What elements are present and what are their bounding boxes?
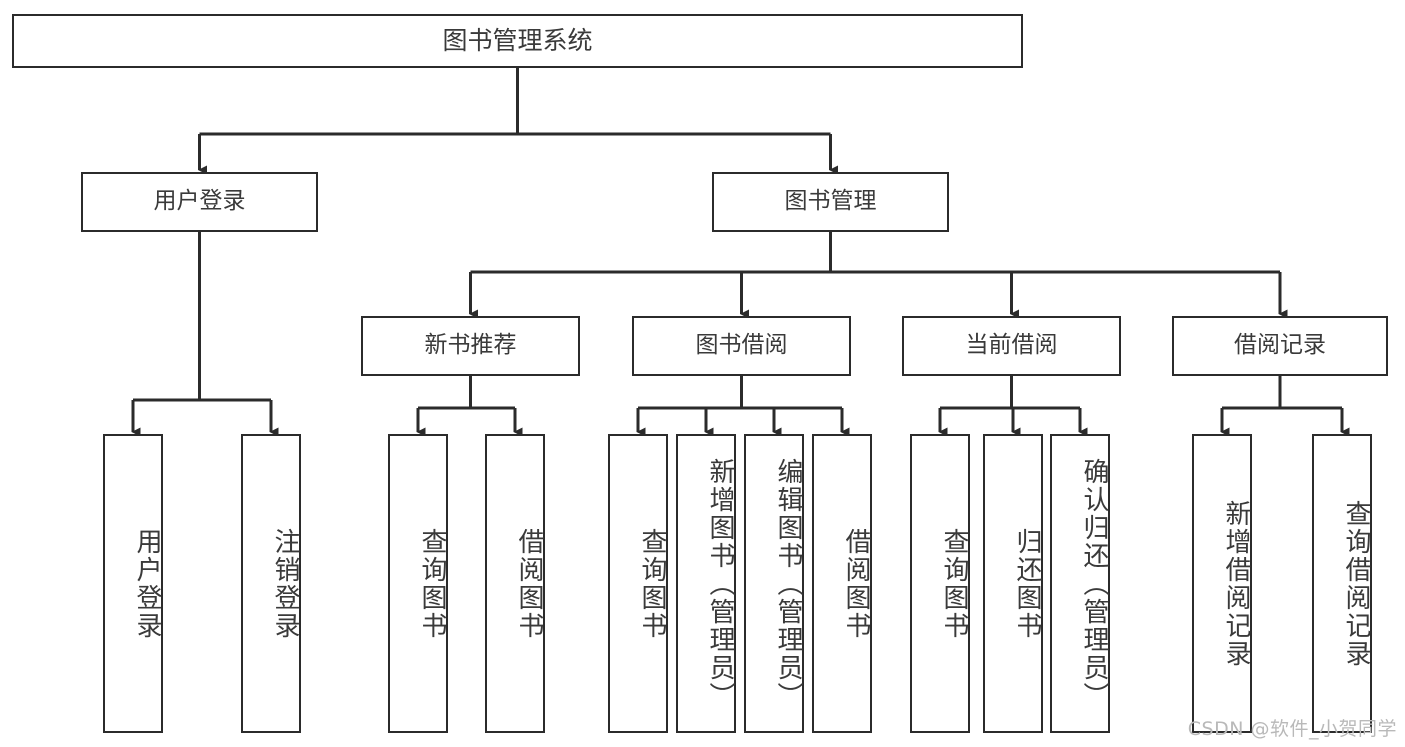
leaf-confirm-return-label: 确认归还（管理员） xyxy=(1079,457,1109,710)
leaf-confirm-return[interactable]: 确认归还（管理员） xyxy=(1050,434,1110,733)
node-borrow-record[interactable]: 借阅记录 xyxy=(1172,316,1388,376)
leaf-query-record[interactable]: 查询借阅记录 xyxy=(1312,434,1372,733)
node-new-book-rec[interactable]: 新书推荐 xyxy=(361,316,580,376)
leaf-return-book-label: 归还图书 xyxy=(1012,527,1042,640)
leaf-add-record-label: 新增借阅记录 xyxy=(1221,499,1251,668)
leaf-query-book-1-label: 查询图书 xyxy=(417,527,447,640)
leaf-user-login-label: 用户登录 xyxy=(132,527,162,640)
node-book-manage-label: 图书管理 xyxy=(784,188,877,215)
node-root[interactable]: 图书管理系统 xyxy=(12,14,1023,68)
node-book-borrow-label: 图书借阅 xyxy=(695,332,788,359)
leaf-query-book-3[interactable]: 查询图书 xyxy=(910,434,970,733)
node-book-manage[interactable]: 图书管理 xyxy=(712,172,949,232)
leaf-borrow-book-2-label: 借阅图书 xyxy=(841,527,871,640)
watermark: CSDN @软件_小贺同学 xyxy=(1187,718,1397,740)
node-new-book-rec-label: 新书推荐 xyxy=(424,332,517,359)
leaf-borrow-book-1[interactable]: 借阅图书 xyxy=(485,434,545,733)
leaf-query-book-2-label: 查询图书 xyxy=(637,527,667,640)
leaf-add-book-label: 新增图书（管理员） xyxy=(705,457,735,710)
leaf-query-book-2[interactable]: 查询图书 xyxy=(608,434,668,733)
leaf-borrow-book-1-label: 借阅图书 xyxy=(514,527,544,640)
leaf-query-book-1[interactable]: 查询图书 xyxy=(388,434,448,733)
node-root-label: 图书管理系统 xyxy=(442,26,593,55)
leaf-add-record[interactable]: 新增借阅记录 xyxy=(1192,434,1252,733)
node-current-borrow[interactable]: 当前借阅 xyxy=(902,316,1121,376)
leaf-add-book[interactable]: 新增图书（管理员） xyxy=(676,434,736,733)
node-book-borrow[interactable]: 图书借阅 xyxy=(632,316,851,376)
node-user-login-label: 用户登录 xyxy=(153,188,246,215)
leaf-query-book-3-label: 查询图书 xyxy=(939,527,969,640)
leaf-query-record-label: 查询借阅记录 xyxy=(1341,499,1371,668)
node-borrow-record-label: 借阅记录 xyxy=(1234,332,1326,359)
node-user-login[interactable]: 用户登录 xyxy=(81,172,318,232)
leaf-edit-book[interactable]: 编辑图书（管理员） xyxy=(744,434,804,733)
leaf-return-book[interactable]: 归还图书 xyxy=(983,434,1043,733)
leaf-logout[interactable]: 注销登录 xyxy=(241,434,301,733)
leaf-borrow-book-2[interactable]: 借阅图书 xyxy=(812,434,872,733)
leaf-logout-label: 注销登录 xyxy=(270,527,300,640)
node-current-borrow-label: 当前借阅 xyxy=(965,332,1058,359)
leaf-user-login[interactable]: 用户登录 xyxy=(103,434,163,733)
leaf-edit-book-label: 编辑图书（管理员） xyxy=(773,457,803,710)
